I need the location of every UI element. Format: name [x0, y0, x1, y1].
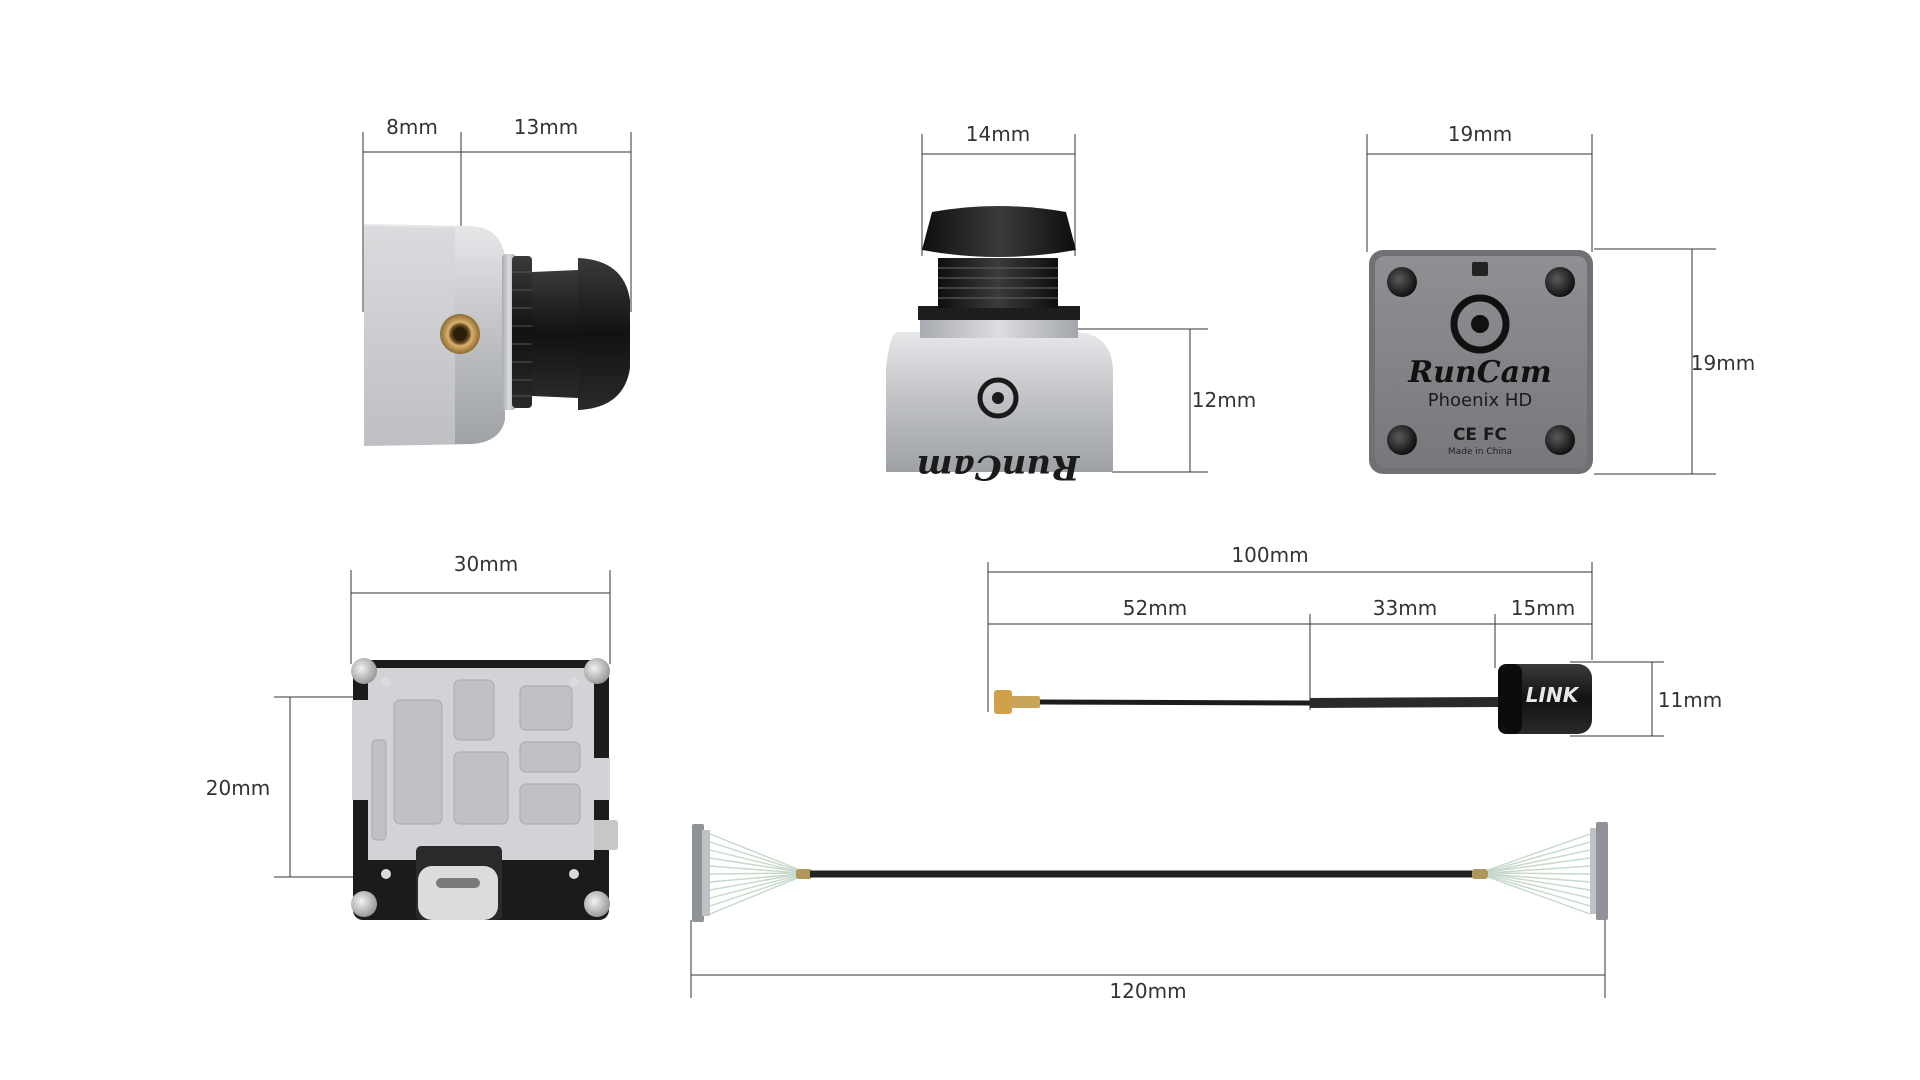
antenna-total-label: 100mm — [1231, 543, 1308, 567]
cable-left-sleeve — [796, 869, 812, 879]
side-lens-front — [578, 258, 630, 410]
front-logo — [977, 377, 1019, 419]
front-lens-head — [922, 206, 1076, 257]
side-body-face — [364, 226, 455, 446]
antenna: 100mm 52mm 33mm 15mm 11mm LINK — [987, 543, 1722, 737]
back-vent — [1472, 262, 1488, 276]
back-origin-text: Made in China — [1448, 447, 1512, 457]
board-dimension-lines — [274, 570, 611, 878]
ufl-connector-icon — [994, 690, 1012, 714]
front-lens-thread — [938, 258, 1058, 308]
camera-back-view: 19mm 19mm RunCam Phoenix HD CE FC Made i… — [1366, 122, 1755, 475]
runcam-logo-icon — [977, 377, 1019, 419]
flat-cable: 120mm — [690, 822, 1608, 1003]
board-bolt-bl-icon — [351, 891, 377, 917]
back-dimension-lines — [1366, 134, 1716, 475]
back-cert-text: CE FC — [1453, 425, 1507, 445]
antenna-diameter-label: 11mm — [1658, 688, 1722, 712]
board-bolt-tl-icon — [351, 658, 377, 684]
front-width-label: 14mm — [966, 122, 1030, 146]
board-height-label: 20mm — [206, 776, 270, 800]
usb-c-port-icon — [418, 866, 498, 920]
antenna-brand-text: LINK — [1526, 683, 1580, 707]
back-screw-bl-icon — [1387, 425, 1417, 455]
back-screw-tr-icon — [1545, 267, 1575, 297]
side-dim-a-label: 8mm — [386, 115, 438, 139]
front-ring-base — [918, 306, 1080, 320]
side-lens-barrel — [532, 270, 578, 398]
back-width-label: 19mm — [1448, 122, 1512, 146]
board-bolt-tr-icon — [584, 658, 610, 684]
cable-left-wires — [709, 833, 801, 915]
back-height-label: 19mm — [1691, 351, 1755, 375]
front-thread-lines — [938, 267, 1058, 299]
board-width-label: 30mm — [454, 552, 518, 576]
back-logo — [1450, 294, 1510, 354]
cable-left-connector — [692, 824, 704, 922]
cable-right-sleeve — [1472, 869, 1488, 879]
side-lens-thread — [512, 256, 532, 408]
back-plate — [1375, 256, 1587, 468]
front-brand-text: RunCam — [917, 447, 1081, 487]
front-ring — [920, 316, 1078, 338]
back-model-text: Phoenix HD — [1428, 390, 1533, 411]
front-height-label: 12mm — [1192, 388, 1256, 412]
ufl-connector-body — [1010, 696, 1040, 708]
cable-right-wires — [1487, 833, 1591, 915]
back-screw-tl-icon — [1387, 267, 1417, 297]
front-dimension-lines — [921, 134, 1208, 473]
antenna-seg2-label: 33mm — [1373, 596, 1437, 620]
cable-dimension-lines — [690, 920, 1606, 998]
antenna-coax — [1039, 699, 1311, 706]
antenna-seg3-label: 15mm — [1511, 596, 1575, 620]
vtx-board: 30mm 20mm — [206, 552, 618, 920]
side-thread-lines — [512, 271, 532, 397]
board-heatsink-pattern — [371, 679, 581, 841]
back-brand-text: RunCam — [1407, 355, 1552, 390]
antenna-seg1-label: 52mm — [1123, 596, 1187, 620]
antenna-dimension-lines — [987, 562, 1664, 737]
board-bolt-br-icon — [584, 891, 610, 917]
mount-screw-hole — [453, 327, 467, 341]
antenna-sleeve — [1309, 697, 1501, 708]
side-dim-b-label: 13mm — [514, 115, 578, 139]
back-screw-br-icon — [1545, 425, 1575, 455]
runcam-logo-icon — [1450, 294, 1510, 354]
camera-side-view: 8mm 13mm — [362, 115, 632, 446]
cable-right-connector — [1596, 822, 1608, 920]
cable-length-label: 120mm — [1109, 979, 1186, 1003]
camera-front-view: 14mm 12mm RunCam — [886, 122, 1256, 487]
